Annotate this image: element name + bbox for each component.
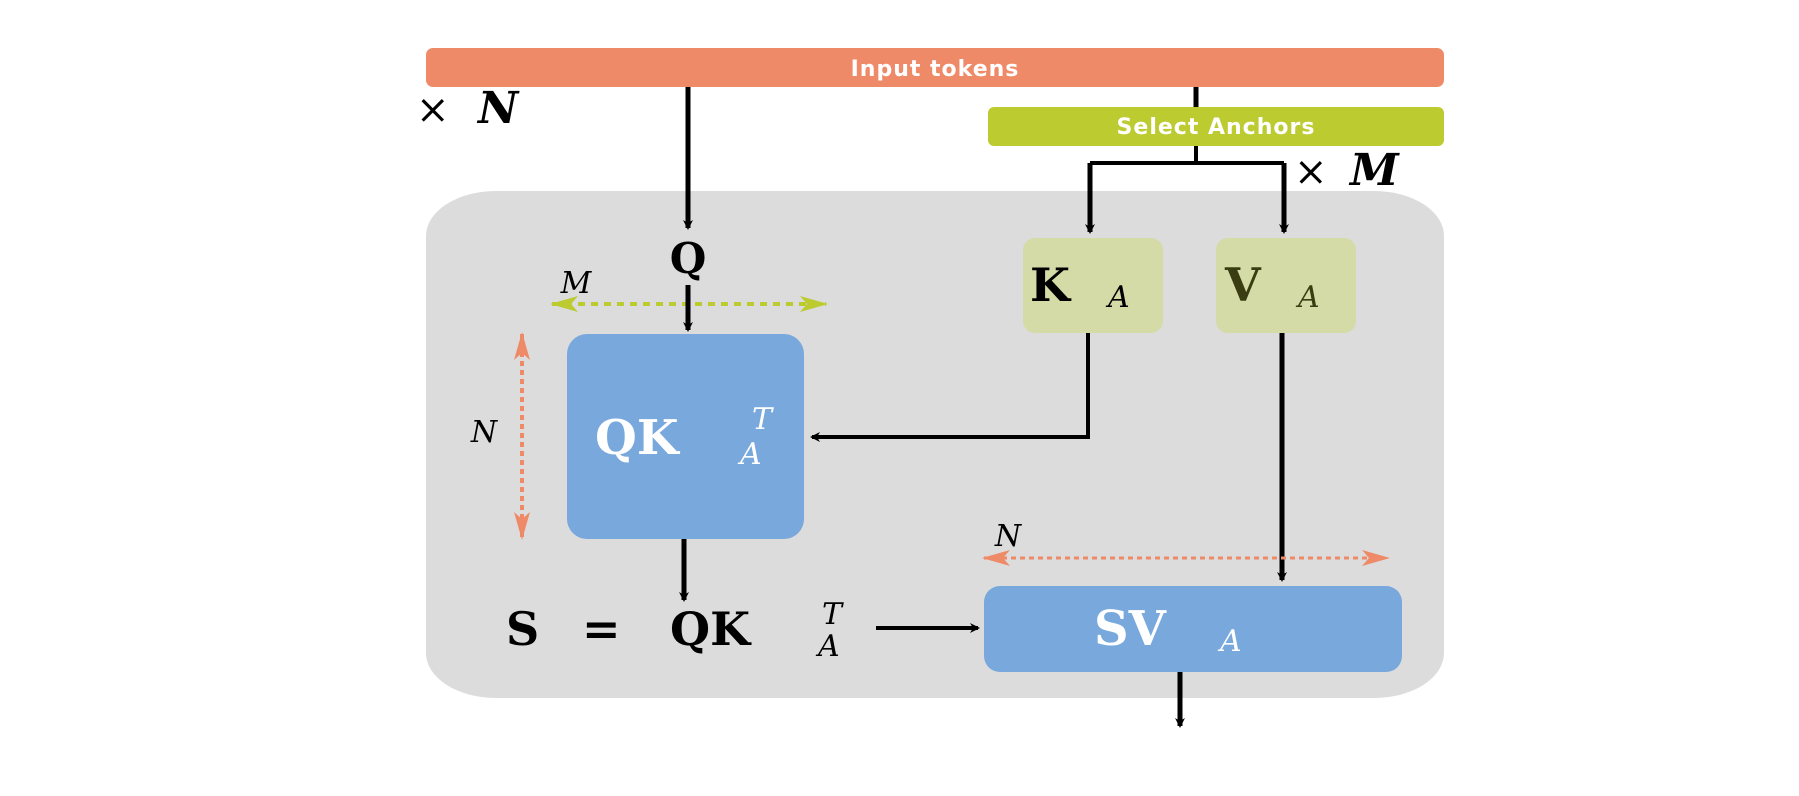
key-anchor-label: K A — [1030, 258, 1130, 315]
anchor-fork — [1090, 146, 1284, 165]
qk-box-label: QK T A — [595, 402, 774, 472]
svg-text:T: T — [822, 597, 844, 632]
repeat-n-label: × N — [416, 83, 520, 134]
query-label: Q — [670, 234, 707, 283]
svg-text:K: K — [1030, 258, 1072, 312]
svg-text:SV: SV — [1094, 601, 1167, 657]
dim-m-label: M — [560, 266, 593, 301]
svg-text:A: A — [1217, 624, 1242, 659]
dim-n-horizontal-label: N — [994, 519, 1023, 554]
svg-text:A: A — [737, 437, 762, 472]
svg-text:M: M — [1348, 145, 1400, 196]
svg-text:V: V — [1224, 258, 1262, 312]
qk-box — [567, 334, 804, 539]
value-anchor-box — [1216, 238, 1356, 333]
svg-text:=: = — [582, 602, 621, 656]
select-anchors-label: Select Anchors — [1117, 115, 1316, 140]
svg-text:T: T — [752, 402, 774, 437]
sv-box-label: SV A — [1094, 601, 1242, 659]
svg-text:×: × — [1294, 149, 1328, 195]
input-tokens-label: Input tokens — [851, 57, 1020, 82]
select-anchors-bar — [988, 107, 1444, 146]
k-to-qk-arrow — [810, 333, 1090, 442]
svg-text:A: A — [1295, 280, 1320, 315]
input-tokens-bar — [426, 48, 1444, 87]
svg-text:A: A — [815, 629, 840, 664]
attention-panel — [426, 191, 1444, 698]
svg-text:A: A — [1105, 280, 1130, 315]
svg-text:QK: QK — [595, 410, 681, 466]
dim-n-vertical-label: N — [470, 415, 499, 450]
repeat-m-label: × M — [1294, 145, 1400, 196]
score-equation: S = QK T A — [506, 597, 844, 664]
key-anchor-box — [1023, 238, 1163, 333]
svg-text:S: S — [506, 602, 539, 656]
svg-text:×: × — [416, 87, 450, 133]
value-anchor-label: V A — [1224, 258, 1320, 315]
sv-box — [984, 586, 1402, 672]
svg-text:QK: QK — [670, 602, 752, 656]
svg-text:N: N — [476, 83, 520, 134]
